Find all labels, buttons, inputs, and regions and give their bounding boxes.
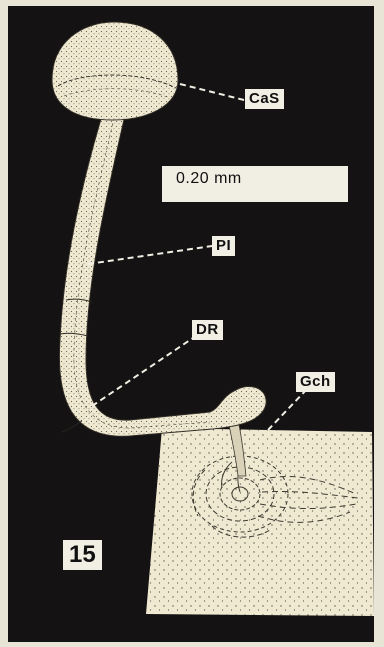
label-dr: DR: [192, 320, 223, 340]
stalk: [59, 96, 266, 436]
label-pi: PI: [212, 236, 235, 256]
tissue-block: [146, 428, 374, 616]
leader-gch: [268, 388, 308, 430]
label-cas: CaS: [245, 89, 284, 109]
leader-dr: [92, 336, 196, 406]
leader-lines: [88, 84, 308, 430]
leader-pi: [88, 246, 212, 264]
leader-cas: [180, 84, 244, 100]
capitulum-head: [52, 22, 178, 120]
scale-bar-label: 0.20 mm: [176, 170, 242, 188]
scale-bar-box: 0.20 mm: [162, 166, 348, 202]
label-gch: Gch: [296, 372, 335, 392]
figure-number: 15: [63, 540, 102, 570]
